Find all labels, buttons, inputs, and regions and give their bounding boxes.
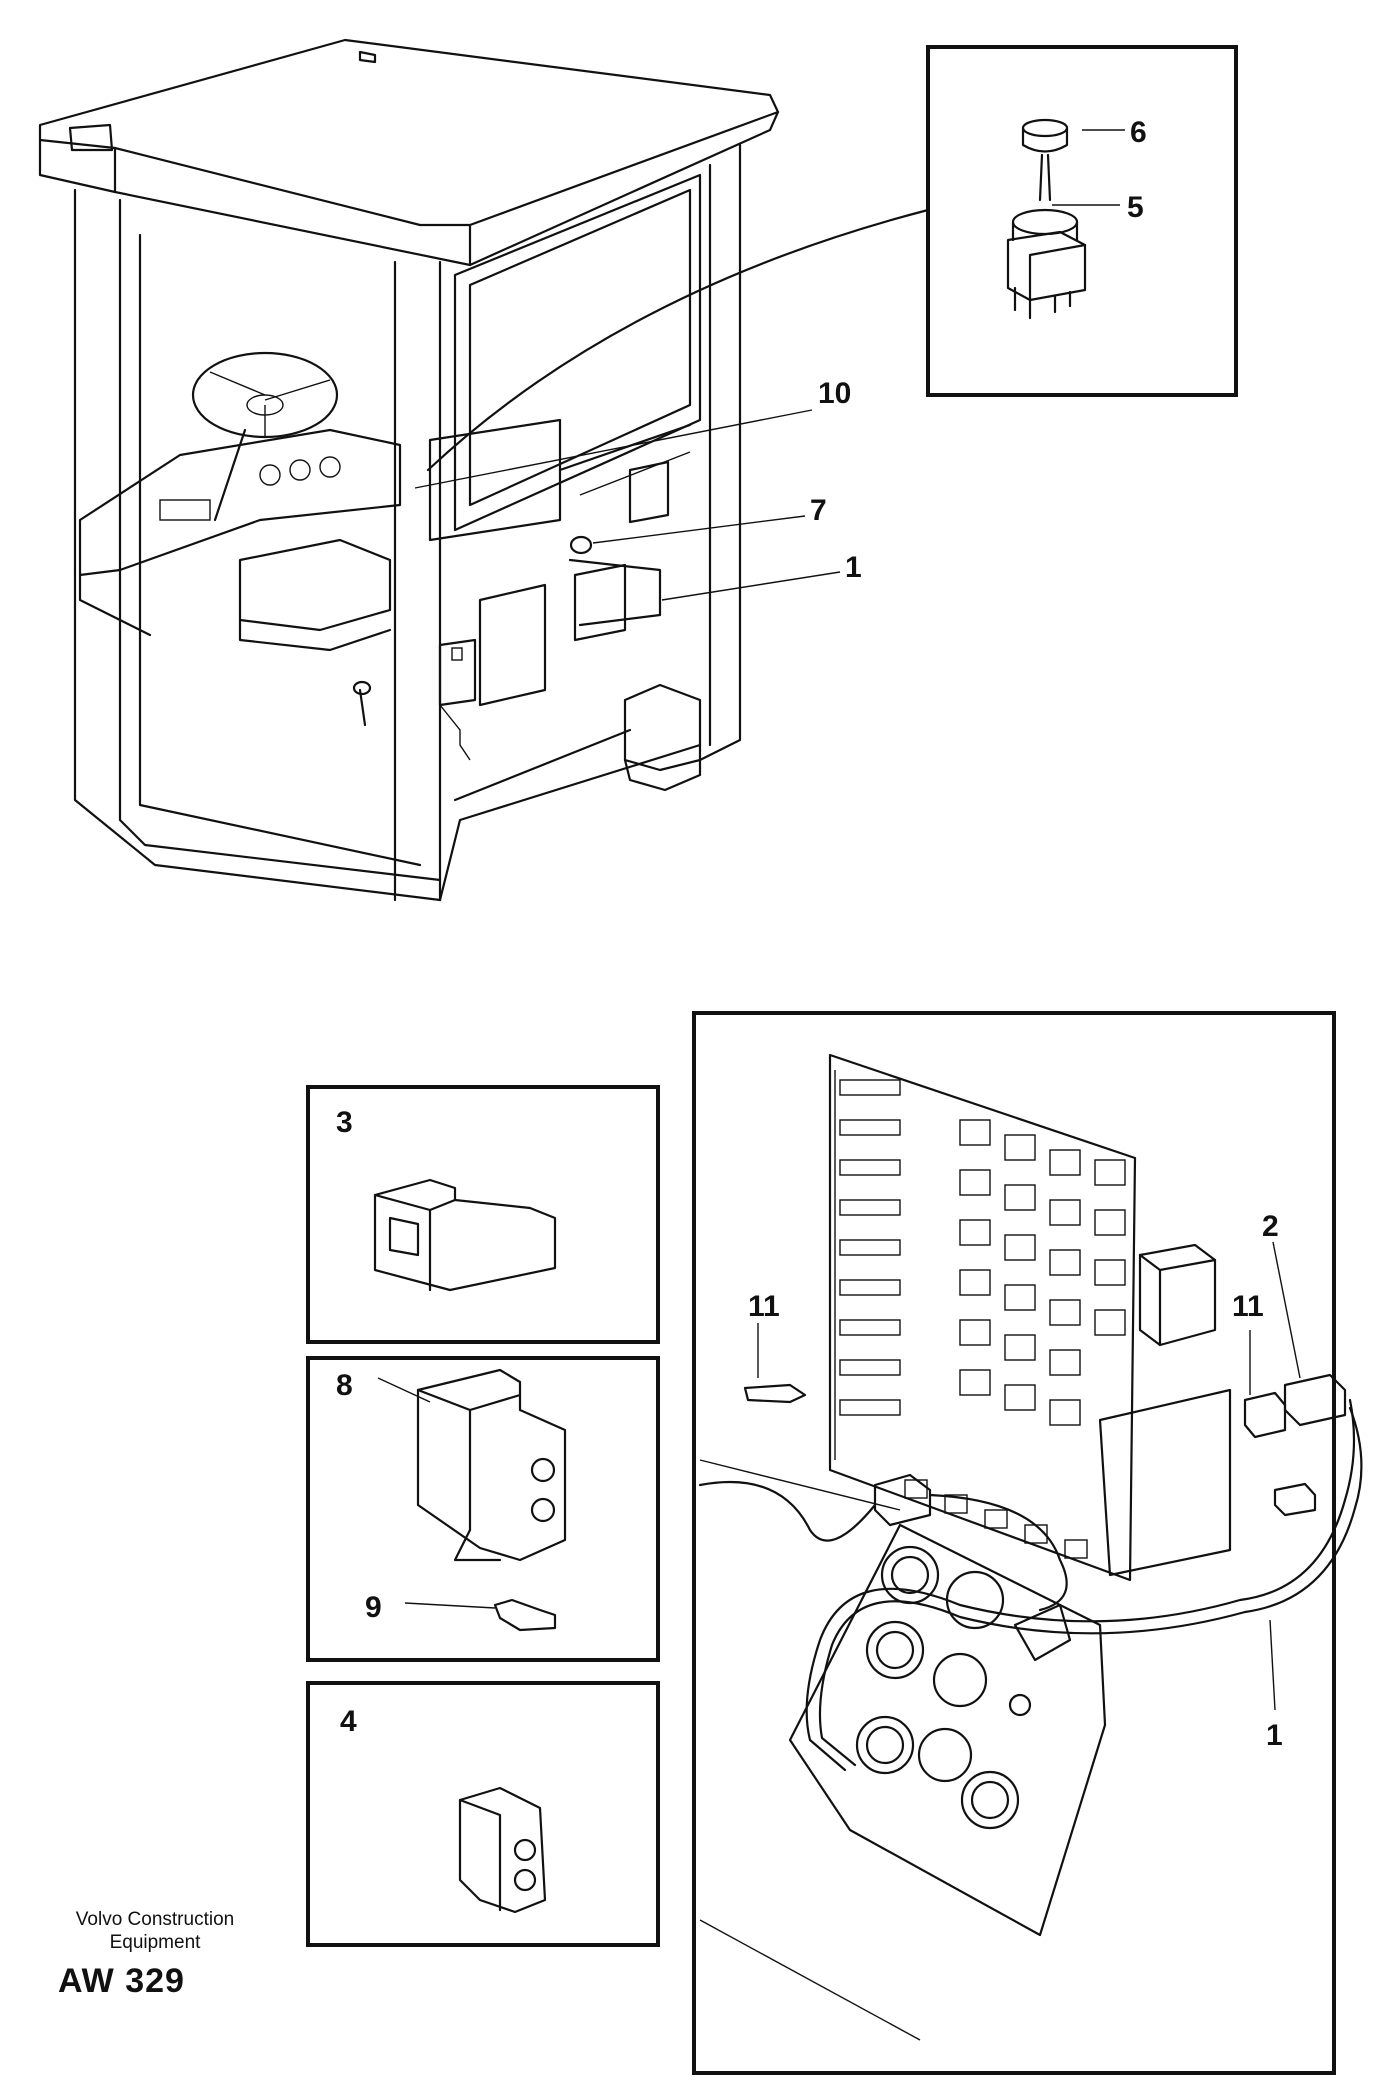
connector-box-8-9 [306, 1356, 660, 1662]
callout-8: 8 [336, 1369, 353, 1402]
brand-label: Volvo Construction Equipment [30, 1908, 280, 1954]
harness-connector-icon [1273, 1373, 1347, 1517]
small-connector-right-icon [1243, 1391, 1287, 1439]
electrical-box-detail [692, 1011, 1336, 2075]
brand-line-1: Volvo Construction [75, 1909, 235, 1930]
bulkhead-plate-icon [788, 1523, 1107, 1937]
cable-harness [805, 1398, 1356, 1772]
cab-illustration [38, 38, 780, 902]
leader-10 [414, 409, 813, 489]
leader-1-bottom [1269, 1619, 1276, 1711]
relay-block-icon [1138, 1243, 1217, 1347]
leader-7 [592, 515, 806, 544]
connector-housing-icon [373, 1178, 557, 1292]
callout-10: 10 [818, 377, 851, 410]
switch-knob-icon [1021, 118, 1069, 153]
callout-4: 4 [340, 1705, 357, 1738]
inline-connector-icon [873, 1473, 932, 1527]
plug-connector-icon [458, 1786, 547, 1914]
callout-1-bottom: 1 [1266, 1719, 1283, 1752]
connector-box-3 [306, 1085, 660, 1344]
leader-2 [1272, 1241, 1301, 1379]
callout-11-right: 11 [1232, 1290, 1264, 1323]
circuit-board-icon [828, 1053, 1137, 1582]
callout-5: 5 [1127, 191, 1144, 224]
callout-6: 6 [1130, 116, 1147, 149]
toggle-switch-icon [1006, 153, 1087, 320]
leader-8 [377, 1377, 431, 1403]
leader-1-top [661, 571, 841, 601]
connector-box-4 [306, 1681, 660, 1947]
detail-leader-line [426, 208, 930, 472]
diagram-code: AW 329 [58, 1962, 185, 2000]
switch-detail-box [926, 45, 1238, 397]
small-connector-left-icon [743, 1383, 807, 1404]
cable-harness-edge [818, 1406, 1363, 1767]
callout-3: 3 [336, 1106, 353, 1139]
callout-7: 7 [810, 494, 827, 527]
callout-9: 9 [365, 1591, 382, 1624]
two-pin-connector-icon [416, 1368, 567, 1562]
brand-line-2: Equipment [109, 1932, 201, 1953]
callout-2: 2 [1262, 1210, 1279, 1243]
terminal-pin-icon [404, 1598, 557, 1632]
cover-plate-icon [1098, 1388, 1232, 1577]
callout-11-left: 11 [748, 1290, 780, 1323]
callout-1-top: 1 [845, 551, 862, 584]
